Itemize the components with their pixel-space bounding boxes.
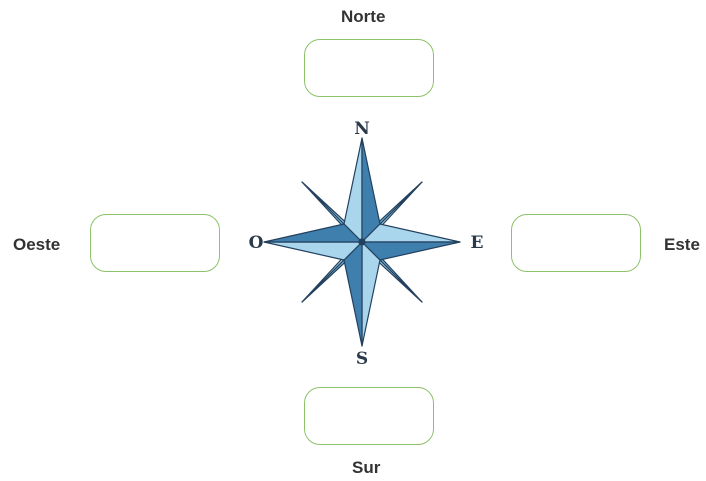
compass-star-icon [264, 138, 460, 346]
compass-letter-e: E [471, 233, 484, 253]
answer-input-north[interactable] [305, 40, 437, 98]
label-este: Este [664, 235, 700, 255]
answer-input-east[interactable] [512, 215, 644, 273]
answer-input-south[interactable] [305, 388, 437, 446]
answer-box-north[interactable] [304, 39, 434, 97]
label-sur: Sur [352, 458, 380, 478]
label-norte: Norte [341, 7, 385, 27]
answer-input-west[interactable] [91, 215, 223, 273]
label-oeste: Oeste [13, 235, 60, 255]
answer-box-west[interactable] [90, 214, 220, 272]
compass-letter-n: N [354, 119, 370, 139]
compass-letter-s: S [356, 349, 368, 369]
answer-box-east[interactable] [511, 214, 641, 272]
answer-box-south[interactable] [304, 387, 434, 445]
compass-rose: N S E O [240, 112, 490, 372]
compass-letter-o: O [249, 233, 264, 253]
